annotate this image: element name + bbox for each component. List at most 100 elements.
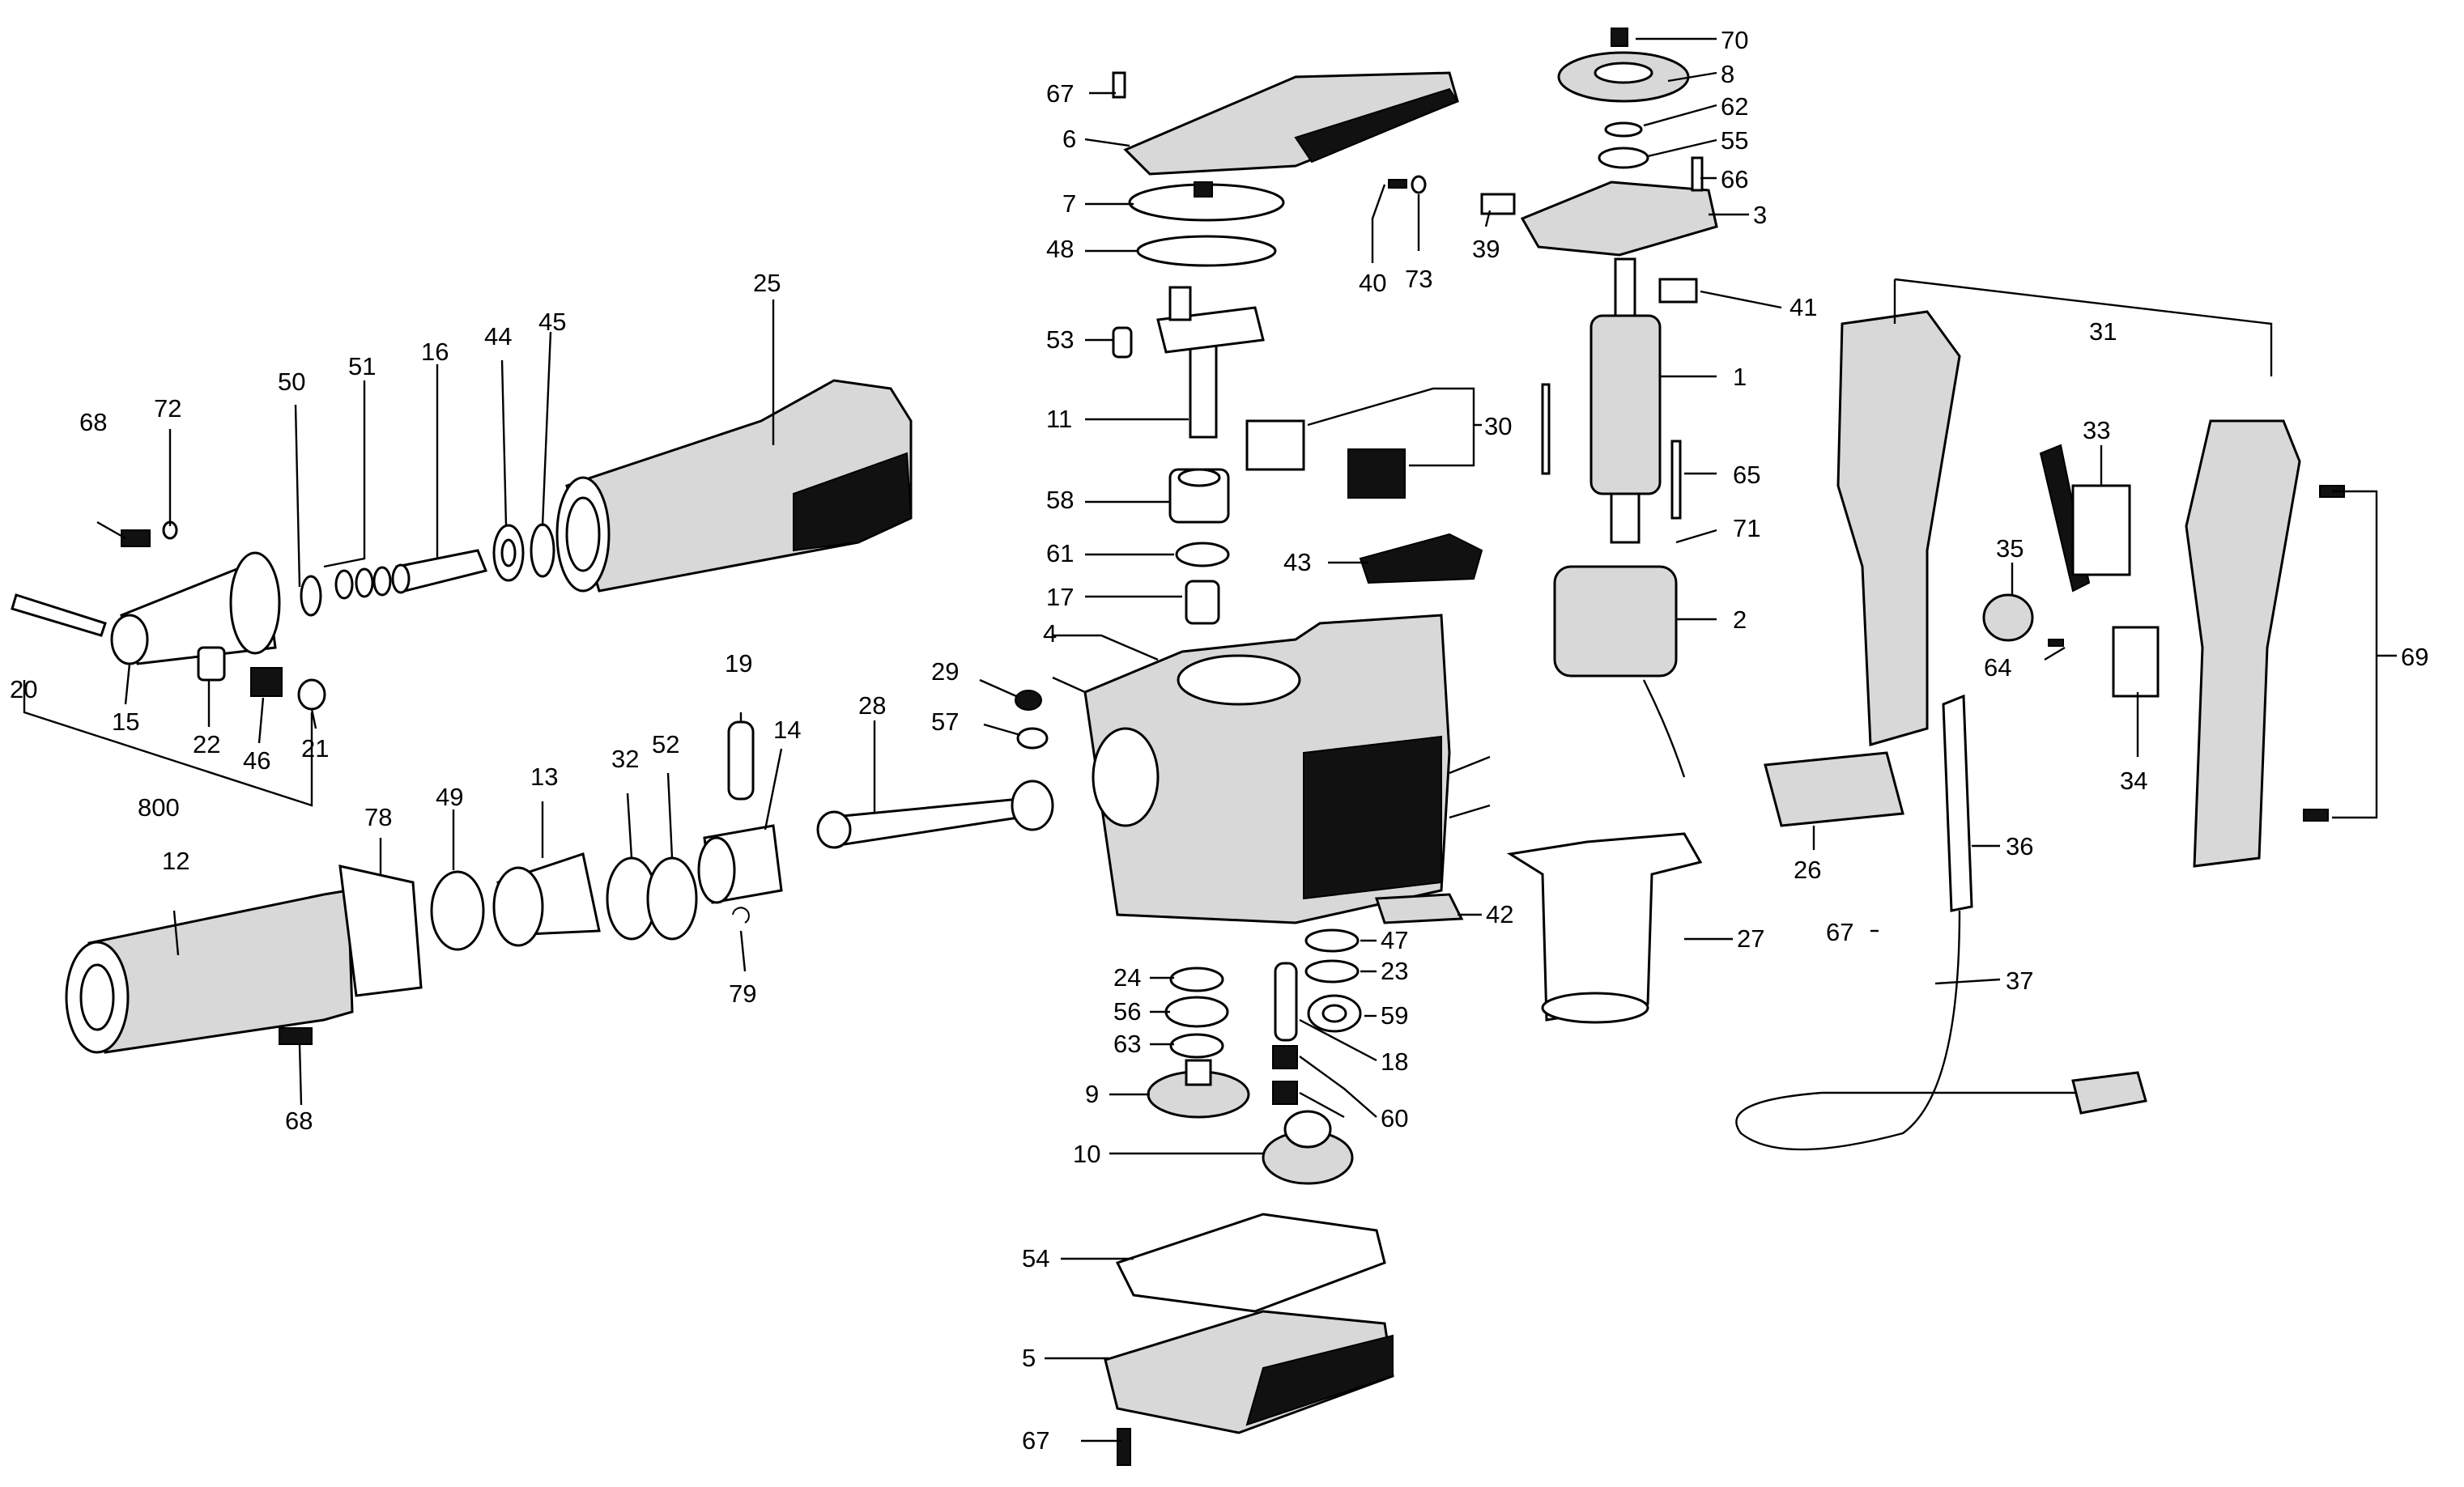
part-labels: 70 8 62 55 66 3 41 1 65 71 2 31 69 33 35…	[10, 26, 2428, 1455]
label-28: 28	[858, 691, 886, 720]
label-62: 62	[1721, 92, 1748, 121]
part-48-seal	[1136, 235, 1277, 267]
part-53-screw	[1112, 326, 1133, 359]
part-59-bearing	[1307, 994, 1362, 1033]
part-45-ring	[530, 523, 555, 578]
label-59: 59	[1381, 1001, 1408, 1030]
part-25-housing-sleeve	[555, 379, 913, 593]
part-57-washer	[1016, 727, 1049, 750]
part-12-side-handle	[65, 889, 354, 1054]
part-67-screw-bottom	[1117, 1428, 1131, 1466]
part-9-gear	[1147, 1059, 1250, 1119]
part-8-fan	[1557, 51, 1690, 103]
part-21-cap	[297, 678, 326, 711]
label-10: 10	[1073, 1140, 1100, 1168]
part-24-ring	[1169, 967, 1224, 992]
part-7-disc	[1128, 181, 1285, 222]
part-56-bearing	[1164, 996, 1229, 1028]
label-63: 63	[1113, 1030, 1141, 1058]
part-36-cable-sleeve	[1942, 694, 1973, 912]
part-79-clip	[732, 907, 750, 924]
part-11-shaft	[1156, 286, 1265, 439]
label-56: 56	[1113, 997, 1141, 1026]
part-3-bracket	[1520, 181, 1718, 257]
part-34-capacitor	[2112, 626, 2160, 698]
part-30-switch-parts	[1245, 419, 1406, 499]
part-10-gear	[1262, 1110, 1354, 1185]
part-28-lever	[816, 780, 1054, 849]
label-53: 53	[1046, 325, 1074, 354]
label-54: 54	[1022, 1244, 1049, 1272]
part-44-washer	[492, 524, 525, 582]
label-71: 71	[1733, 514, 1760, 542]
part-39-clip	[1480, 193, 1516, 215]
label-55: 55	[1721, 126, 1748, 155]
part-13-bellows	[492, 852, 601, 947]
part-71-screw	[1541, 383, 1551, 475]
part-69-screws	[2303, 485, 2345, 822]
part-15-tool-holder	[110, 551, 281, 665]
label-60: 60	[1381, 1104, 1408, 1132]
part-52-ring	[646, 856, 698, 941]
label-8: 8	[1721, 60, 1734, 88]
label-65: 65	[1733, 461, 1760, 489]
label-22: 22	[193, 730, 220, 758]
label-35: 35	[1996, 534, 2024, 563]
part-1-armature	[1589, 257, 1662, 544]
label-47: 47	[1381, 926, 1408, 954]
part-6-cover	[1123, 71, 1459, 176]
label-1: 1	[1733, 363, 1747, 391]
label-33: 33	[2083, 416, 2110, 444]
label-30: 30	[1484, 412, 1512, 440]
part-27-motor-can	[1506, 832, 1703, 1024]
label-57: 57	[931, 707, 959, 736]
part-51-orings	[334, 566, 392, 600]
label-27: 27	[1737, 924, 1764, 953]
leader-lines	[23, 37, 2397, 1442]
label-43: 43	[1283, 548, 1311, 576]
part-61-ring	[1175, 542, 1230, 567]
part-19-pin	[727, 720, 755, 801]
part-20-bolt	[11, 593, 107, 637]
label-70: 70	[1721, 26, 1748, 54]
part-43-bracket	[1359, 533, 1483, 584]
label-67-right: 67	[1826, 918, 1853, 946]
label-39: 39	[1472, 235, 1500, 263]
part-55-bearing	[1598, 147, 1649, 169]
label-58: 58	[1046, 486, 1074, 514]
label-21: 21	[301, 734, 329, 763]
label-73: 73	[1405, 265, 1432, 293]
part-62-ring	[1604, 121, 1643, 138]
label-4: 4	[1043, 619, 1057, 648]
part-46-spring	[250, 667, 283, 697]
part-65-screw	[1670, 440, 1682, 520]
part-33-trigger	[2039, 444, 2131, 593]
part-42-brush-holder	[1374, 893, 1464, 924]
part-73-nut	[1411, 175, 1427, 194]
label-46: 46	[243, 746, 270, 775]
part-50-ring	[300, 575, 322, 617]
label-11: 11	[1046, 405, 1072, 433]
label-6: 6	[1062, 125, 1076, 153]
label-3: 3	[1753, 201, 1767, 229]
label-69: 69	[2401, 643, 2428, 671]
label-31: 31	[2089, 317, 2117, 346]
part-78-flange	[338, 865, 423, 997]
label-23: 23	[1381, 957, 1408, 985]
part-17-bushing	[1185, 580, 1220, 625]
label-50: 50	[278, 368, 305, 396]
part-68-screw-lower	[279, 1027, 313, 1045]
part-60-springs	[1272, 1045, 1298, 1105]
part-5-base-cover	[1104, 1310, 1394, 1434]
label-72: 72	[154, 394, 181, 423]
part-64-pin	[2048, 639, 2064, 647]
part-16-spindle	[391, 549, 488, 594]
label-41: 41	[1789, 293, 1817, 321]
part-4-gear-housing	[1083, 614, 1491, 924]
label-51: 51	[348, 352, 376, 380]
part-68-screw	[121, 529, 151, 547]
label-68-bottom: 68	[285, 1107, 313, 1135]
label-5: 5	[1022, 1344, 1036, 1372]
label-79: 79	[729, 979, 756, 1008]
